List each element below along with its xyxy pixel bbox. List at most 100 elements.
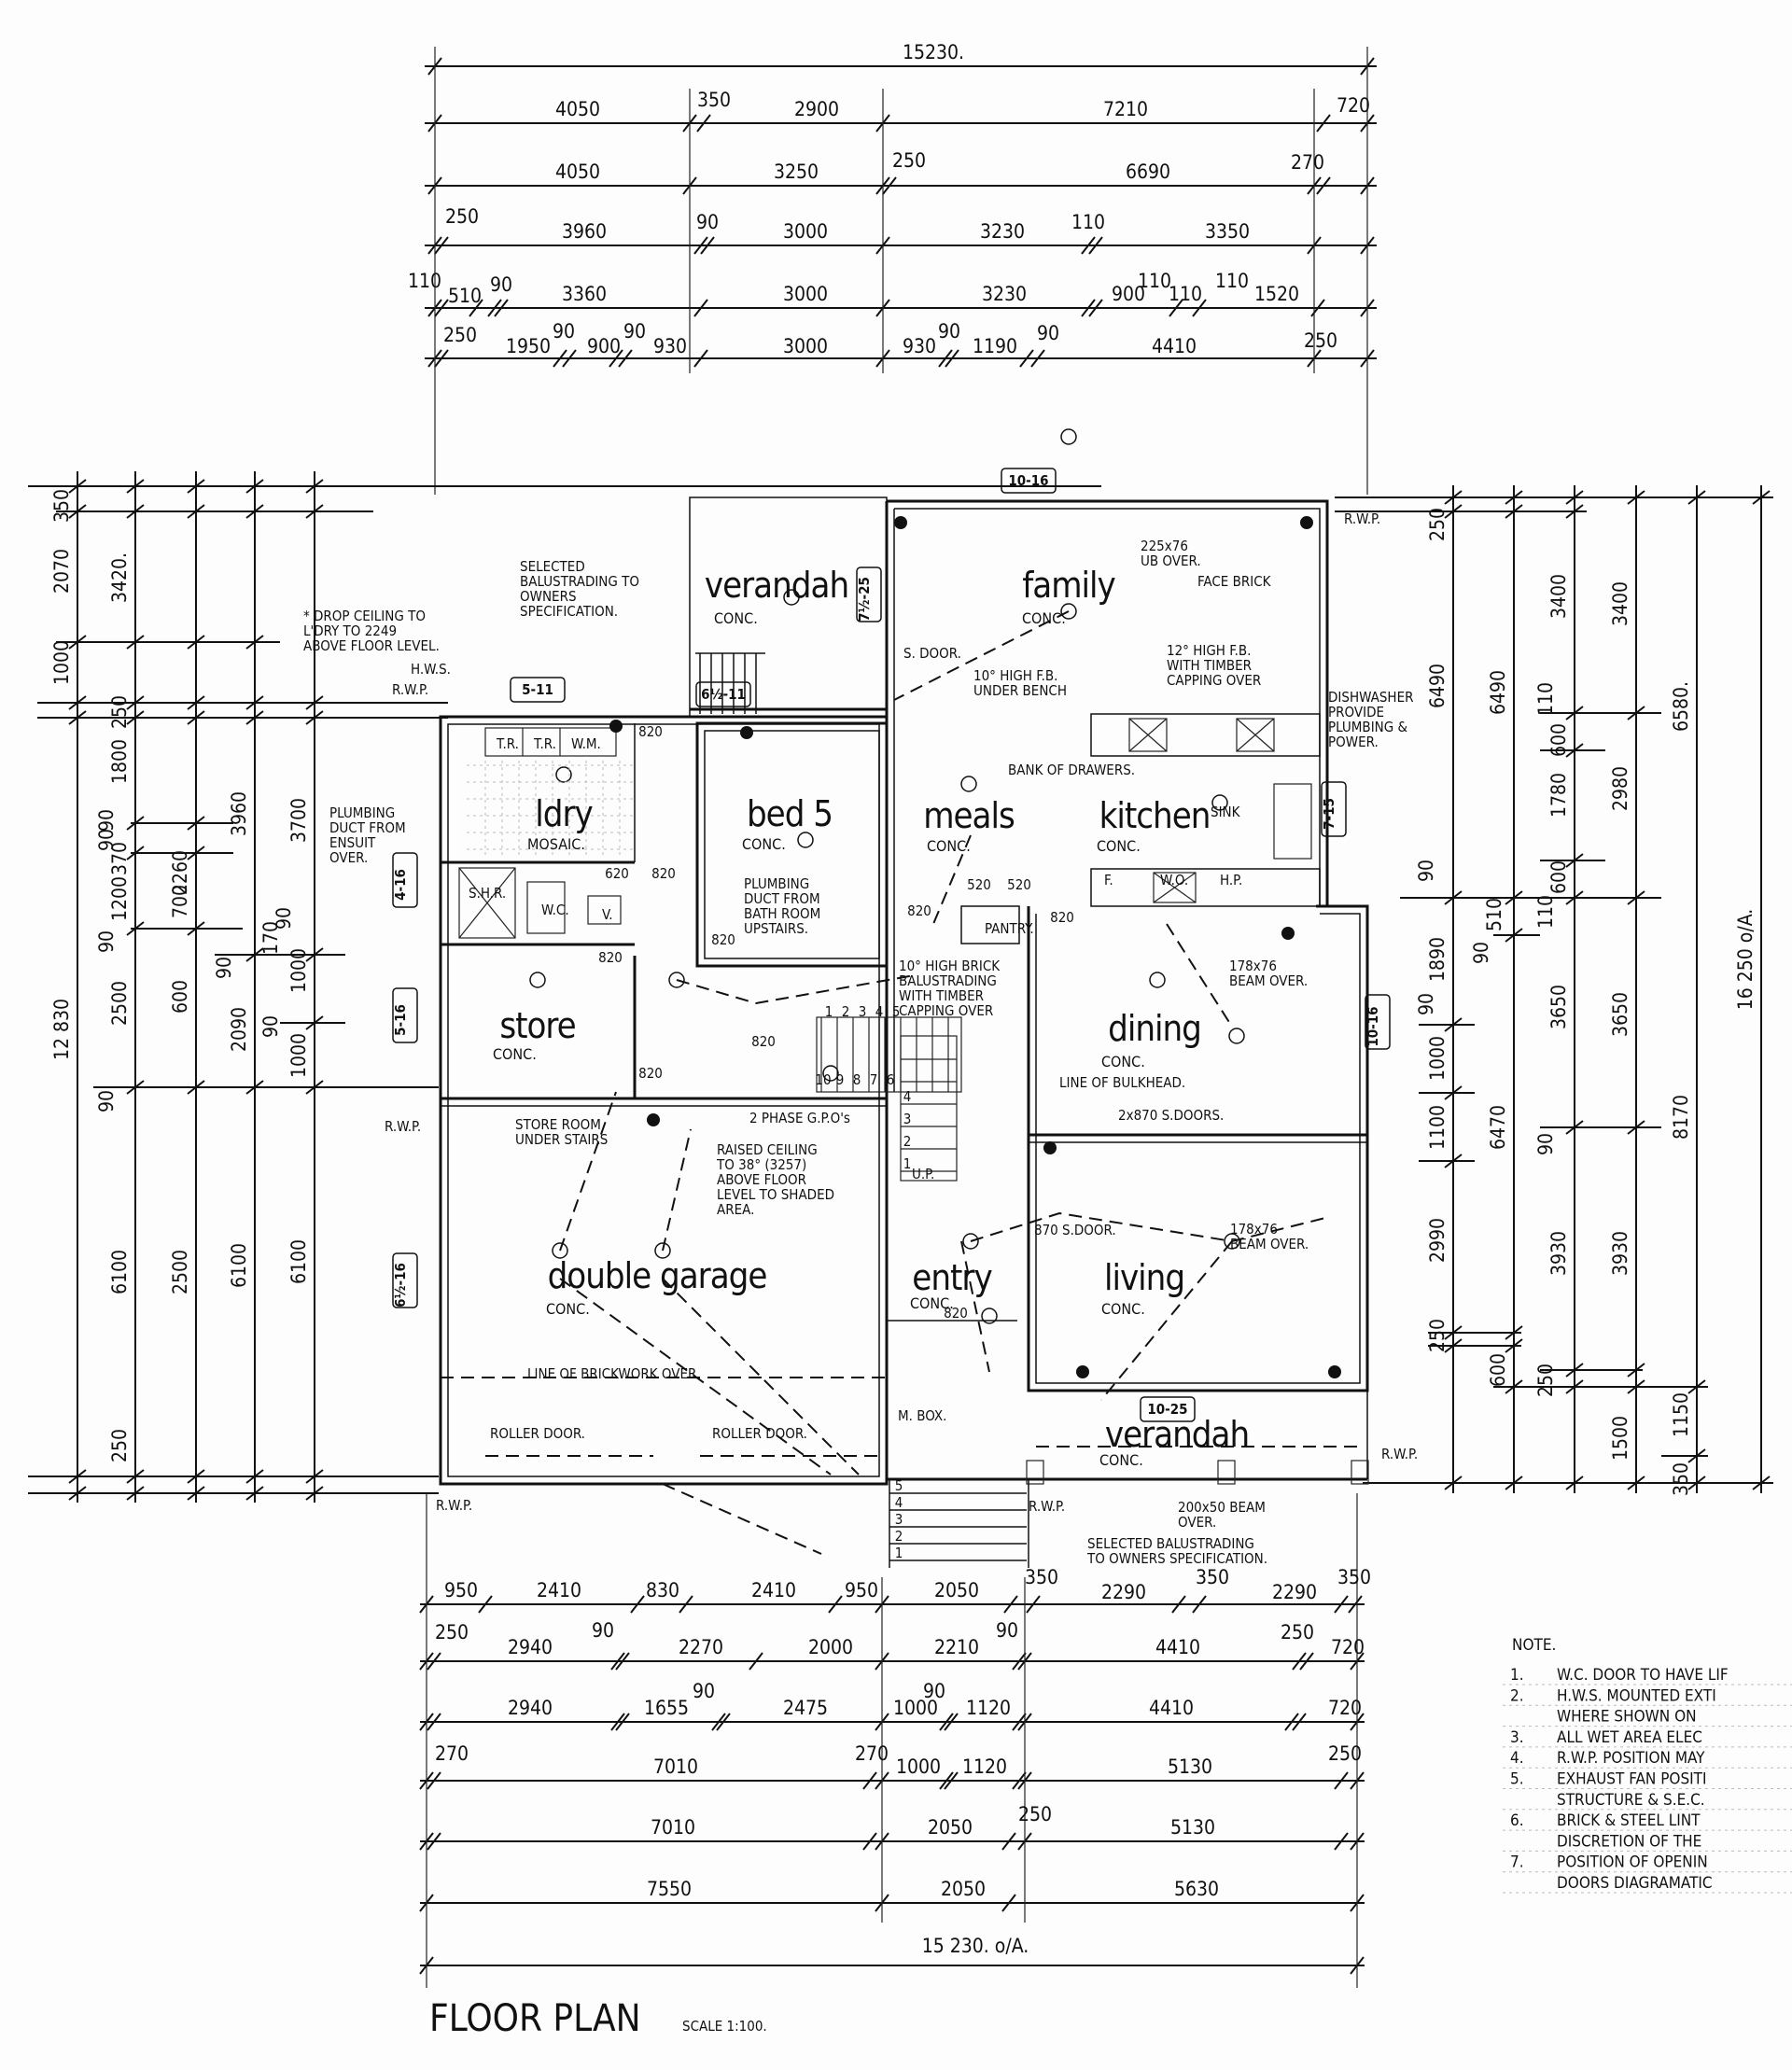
plan-annotation: 12° HIGH F.B. <box>1167 642 1251 659</box>
top-dimension-label: 2900 <box>794 98 839 120</box>
top-dimension-label: 110 <box>1071 211 1105 233</box>
bottom-dimension-label: 720 <box>1328 1697 1362 1719</box>
window-tag-box <box>1001 468 1057 494</box>
plan-annotation: ABOVE FLOOR LEVEL. <box>303 637 440 654</box>
left-dimension-label: 90 <box>95 829 118 851</box>
dimension-tick <box>1687 1476 1706 1490</box>
dimension-tick <box>562 349 577 368</box>
bottom-dimension-label: 2290 <box>1101 1581 1146 1603</box>
right-dimension-label: 600 <box>1547 860 1570 894</box>
room-label-store: store <box>499 1005 575 1046</box>
plan-annotation: PLUMBING <box>744 875 809 892</box>
room-floor-finish-entry: CONC. <box>910 1294 954 1312</box>
bottom-dimension-label: 7010 <box>653 1755 698 1778</box>
top-dimension-label: 3000 <box>783 220 828 243</box>
plan-annotation: POWER. <box>1328 734 1379 750</box>
right-dimension-label: 1100 <box>1426 1105 1449 1150</box>
dimension-tick <box>187 504 205 519</box>
dimension-tick <box>1505 1379 1523 1394</box>
window-tag: 10-16 <box>1008 472 1048 489</box>
dimension-tick <box>434 236 449 255</box>
dimension-tick <box>1565 490 1584 505</box>
bottom-dimension-label: 5630 <box>1174 1878 1219 1900</box>
plan-annotation: UPSTAIRS. <box>744 920 808 937</box>
dimension-tick <box>1505 504 1523 519</box>
light-point-icon <box>529 972 546 988</box>
dimension-tick <box>1444 1338 1463 1353</box>
light-point-icon <box>552 1242 568 1259</box>
dimension-tick <box>828 1595 843 1614</box>
dimension-tick <box>1444 1325 1463 1340</box>
dimension-tick <box>1505 1476 1523 1490</box>
right-dimension-label: 16 250 o/A. <box>1734 909 1757 1011</box>
window-tag-box <box>856 566 882 622</box>
dimension-tick <box>939 1713 954 1731</box>
dimension-tick <box>1444 1085 1463 1100</box>
dimension-tick <box>1444 490 1463 505</box>
dimension-tick <box>245 635 264 650</box>
power-outlet-icon <box>740 726 753 739</box>
left-dimension-label: 90 <box>273 907 295 930</box>
dimension-tick <box>245 504 264 519</box>
left-dimension-label: 90 <box>95 930 118 953</box>
dimension-tick <box>305 1469 324 1484</box>
left-dimension-label: 6100 <box>287 1239 310 1284</box>
stair-step-number: 6 <box>887 1071 895 1088</box>
dimension-tick <box>187 635 205 650</box>
light-point-icon <box>1060 603 1077 620</box>
dimension-tick <box>553 349 567 368</box>
stair-step-number: 5 <box>895 1477 903 1494</box>
note-text: STRUCTURE & S.E.C. <box>1557 1791 1705 1810</box>
top-dimension-label: 4050 <box>555 98 600 120</box>
dimension-tick <box>187 695 205 710</box>
plan-annotation: * DROP CEILING TO <box>303 608 426 624</box>
dimension-tick <box>693 299 708 317</box>
bottom-dimension-label: 90 <box>592 1619 614 1642</box>
top-dimension-label: 110 <box>1169 283 1202 305</box>
bottom-dimension-label: 2475 <box>783 1697 828 1719</box>
plan-annotation: UNDER STAIRS <box>515 1131 608 1148</box>
window-tag-box <box>695 681 751 707</box>
dimension-tick <box>126 695 145 710</box>
window-tag-box <box>392 987 418 1043</box>
dimension-tick <box>1565 1120 1584 1135</box>
top-dimension-label: 6690 <box>1126 161 1170 183</box>
plan-annotation: PROVIDE <box>1328 704 1384 720</box>
bottom-dimension-label: 250 <box>1018 1803 1052 1825</box>
dimension-tick <box>1752 490 1771 505</box>
dimension-tick <box>1081 236 1096 255</box>
dimension-tick <box>305 1486 324 1501</box>
stair-step-number: 1 <box>895 1545 903 1561</box>
top-dimension-label: 1950 <box>506 335 551 357</box>
right-dimension-label: 1780 <box>1547 773 1570 818</box>
dimension-tick <box>1565 743 1584 758</box>
stair-step-number: 3 <box>903 1111 912 1127</box>
dimension-tick <box>126 710 145 725</box>
bottom-dimension-label: 350 <box>1337 1566 1371 1588</box>
dimension-tick <box>610 1713 625 1731</box>
right-dimension-label: 90 <box>1415 860 1437 882</box>
plan-annotation: 2x870 S.DOORS. <box>1118 1107 1224 1124</box>
dimension-tick <box>711 1713 726 1731</box>
dimension-tick <box>1012 1652 1027 1671</box>
bottom-dimension-label: 90 <box>693 1680 715 1702</box>
room-label-meals: meals <box>923 795 1015 836</box>
dimension-tick <box>126 846 145 860</box>
dimension-tick <box>245 695 264 710</box>
right-dimension-label: 510 <box>1483 898 1505 931</box>
note-number: 1. <box>1510 1666 1524 1685</box>
power-outlet-icon <box>1043 1141 1057 1154</box>
plan-annotation: RAISED CEILING <box>717 1141 818 1158</box>
door-size-label: 820 <box>711 931 735 948</box>
dimension-tick <box>487 299 502 317</box>
door-size-label: 820 <box>907 902 931 919</box>
room-floor-finish-meals: CONC. <box>927 837 971 855</box>
plan-annotation: ROLLER DOOR. <box>712 1425 807 1442</box>
bottom-dimension-label: 950 <box>845 1579 878 1601</box>
light-point-icon <box>1224 1233 1240 1250</box>
dimension-tick <box>1003 1595 1018 1614</box>
right-dimension-label: 90 <box>1415 993 1437 1015</box>
plan-annotation: R.W.P. <box>385 1118 421 1135</box>
plan-annotation: 10° HIGH BRICK <box>899 958 1001 974</box>
